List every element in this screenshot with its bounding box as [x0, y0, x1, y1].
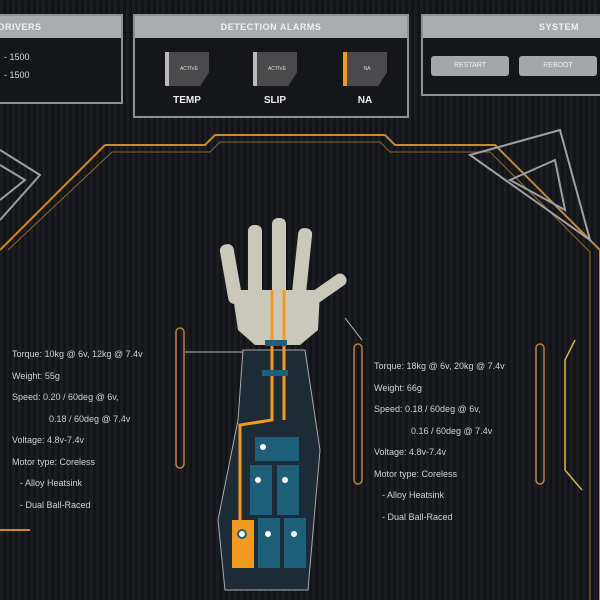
alarm-slip-label: SLIP: [263, 95, 287, 106]
right-servo-specs: Torque: 18kg @ 6v, 20kg @ 7.4v Weight: 6…: [374, 362, 505, 534]
spec-line: Weight: 66g: [374, 382, 422, 393]
spec-line: Motor type: Coreless: [12, 456, 96, 467]
spec-line: 0.18 / 60deg @ 7.4v: [49, 413, 131, 424]
driver-value: - 1500: [4, 52, 30, 62]
spec-line: Speed: 0.20 / 60deg @ 6v,: [12, 392, 119, 402]
side-triangles: [0, 128, 592, 243]
alarm-na-indicator[interactable]: NA: [343, 52, 387, 86]
spec-line: Voltage: 4.8v-7.4v: [12, 435, 85, 445]
spec-line: Torque: 10kg @ 6v, 12kg @ 7.4v: [12, 349, 143, 359]
spec-line: Speed: 0.18 / 60deg @ 6v,: [374, 404, 481, 414]
driver-value: - 1500: [4, 70, 30, 80]
spec-line: 0.16 / 60deg @ 7.4v: [411, 425, 493, 436]
restart-button[interactable]: RESTART: [431, 56, 509, 76]
spec-line: Weight: 55g: [12, 370, 60, 381]
hand-icon: [219, 218, 347, 345]
spec-line: Motor type: Coreless: [374, 468, 458, 479]
spec-line: - Dual Ball-Raced: [20, 499, 91, 510]
alarm-temp-label: TEMP: [173, 95, 201, 106]
drivers-title: DRIVERS: [0, 16, 121, 38]
tendon-lines: [238, 290, 286, 525]
alarms-title: DETECTION ALARMS: [135, 16, 407, 38]
alarm-slip-indicator[interactable]: ACTIVE: [253, 52, 297, 86]
spec-line: - Dual Ball-Raced: [382, 511, 453, 522]
leader-lines: [185, 317, 363, 353]
system-title: SYSTEM: [423, 16, 600, 38]
reboot-button[interactable]: REBOOT: [519, 56, 597, 76]
spec-line: - Alloy Heatsink: [382, 490, 445, 500]
bracket-lines: [175, 327, 583, 491]
alarm-temp-indicator[interactable]: ACTIVE: [165, 52, 209, 86]
left-servo-specs: Torque: 10kg @ 6v, 12kg @ 7.4v Weight: 5…: [12, 350, 143, 522]
alarm-na-label: NA: [357, 95, 373, 106]
spec-line: Torque: 18kg @ 6v, 20kg @ 7.4v: [374, 361, 505, 371]
system-panel: SYSTEM RESTART REBOOT: [421, 14, 600, 96]
drivers-panel: DRIVERS - 1500 - 1500: [0, 14, 123, 104]
detection-alarms-panel: DETECTION ALARMS ACTIVE TEMP ACTIVE SLIP…: [133, 14, 409, 118]
servo-shafts: [237, 442, 299, 539]
octagon-frame: [0, 134, 600, 600]
spec-line: - Alloy Heatsink: [20, 478, 83, 488]
spec-line: Voltage: 4.8v-7.4v: [374, 447, 447, 457]
